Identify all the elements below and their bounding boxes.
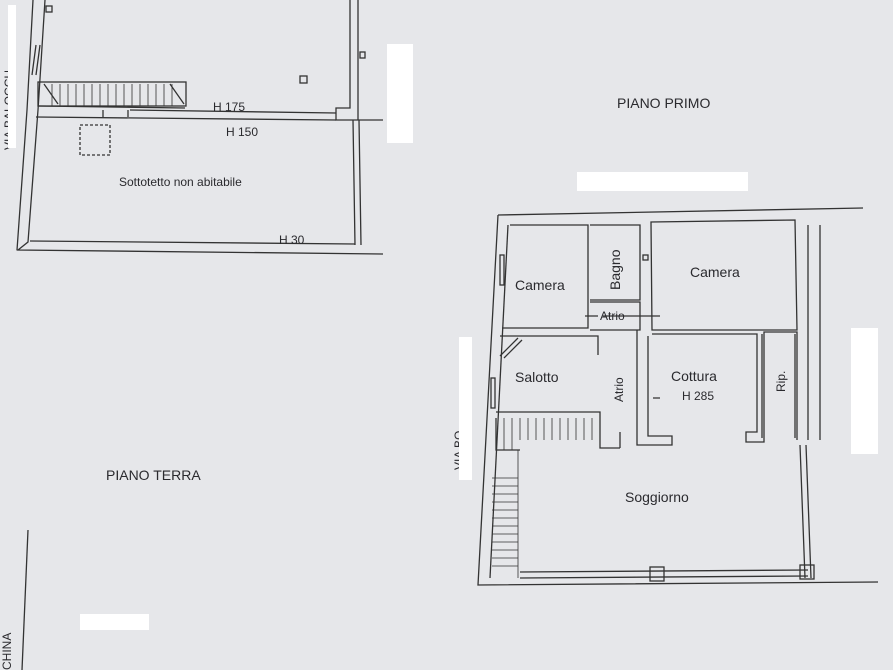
attic-stair-treads [51, 84, 173, 106]
piano-terra-title: PIANO TERRA [106, 467, 201, 483]
redaction-box [387, 44, 413, 143]
ground-floor-left-wall [21, 529, 29, 670]
piano-primo-title: PIANO PRIMO [617, 95, 711, 111]
room-camera-left: Camera [515, 277, 565, 293]
room-atrio-top: Atrio [600, 309, 625, 323]
first-floor-stair-treads [492, 418, 593, 578]
redaction-box [8, 5, 16, 148]
room-cottura-height: H 285 [682, 389, 715, 403]
room-ripostiglio: Rip. [774, 370, 788, 392]
redaction-box [459, 337, 472, 480]
redaction-box [851, 328, 878, 454]
redaction-box [80, 614, 149, 630]
attic-room-label: Sottotetto non abitabile [119, 175, 242, 189]
attic-height-150: H 150 [226, 125, 259, 139]
attic-walls [16, 0, 384, 255]
attic-height-30: H 30 [279, 233, 305, 247]
attic-height-175: H 175 [213, 100, 246, 114]
room-atrio-middle: Atrio [612, 377, 626, 402]
room-bagno: Bagno [607, 249, 623, 290]
room-soggiorno: Soggiorno [625, 489, 689, 505]
room-camera-right: Camera [690, 264, 740, 280]
first-floor-walls [477, 207, 879, 586]
room-salotto: Salotto [515, 369, 559, 385]
room-cottura: Cottura [671, 368, 717, 384]
redaction-box [577, 172, 748, 191]
street-label-bottom-left: CHINA [0, 632, 14, 670]
